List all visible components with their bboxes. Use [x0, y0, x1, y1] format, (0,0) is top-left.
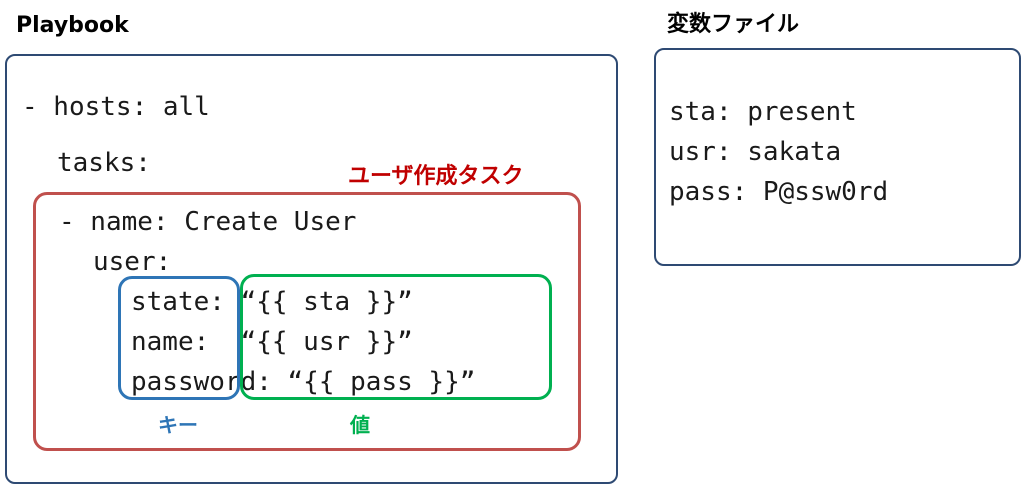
code-line-name: name: “{{ usr }}” — [131, 327, 413, 357]
create-user-task-label: ユーザ作成タスク — [348, 164, 524, 189]
code-line-state: state: “{{ sta }}” — [131, 287, 413, 317]
code-line-password: password: “{{ pass }}” — [131, 367, 476, 397]
code-line-task-name: - name: Create User — [59, 207, 357, 237]
key-label: キー — [158, 413, 198, 437]
value-label: 値 — [350, 413, 370, 437]
vars-file-title: 変数ファイル — [667, 12, 800, 37]
code-line-hosts: - hosts: all — [22, 92, 210, 122]
vars-line-usr: usr: sakata — [669, 137, 842, 167]
code-line-user-module: user: — [93, 247, 172, 277]
playbook-panel — [5, 54, 618, 484]
code-line-tasks: tasks: — [57, 148, 151, 178]
vars-file-panel — [654, 48, 1021, 266]
playbook-title: Playbook — [16, 13, 129, 38]
vars-line-sta: sta: present — [669, 97, 857, 127]
vars-line-pass: pass: P@ssw0rd — [669, 177, 889, 207]
